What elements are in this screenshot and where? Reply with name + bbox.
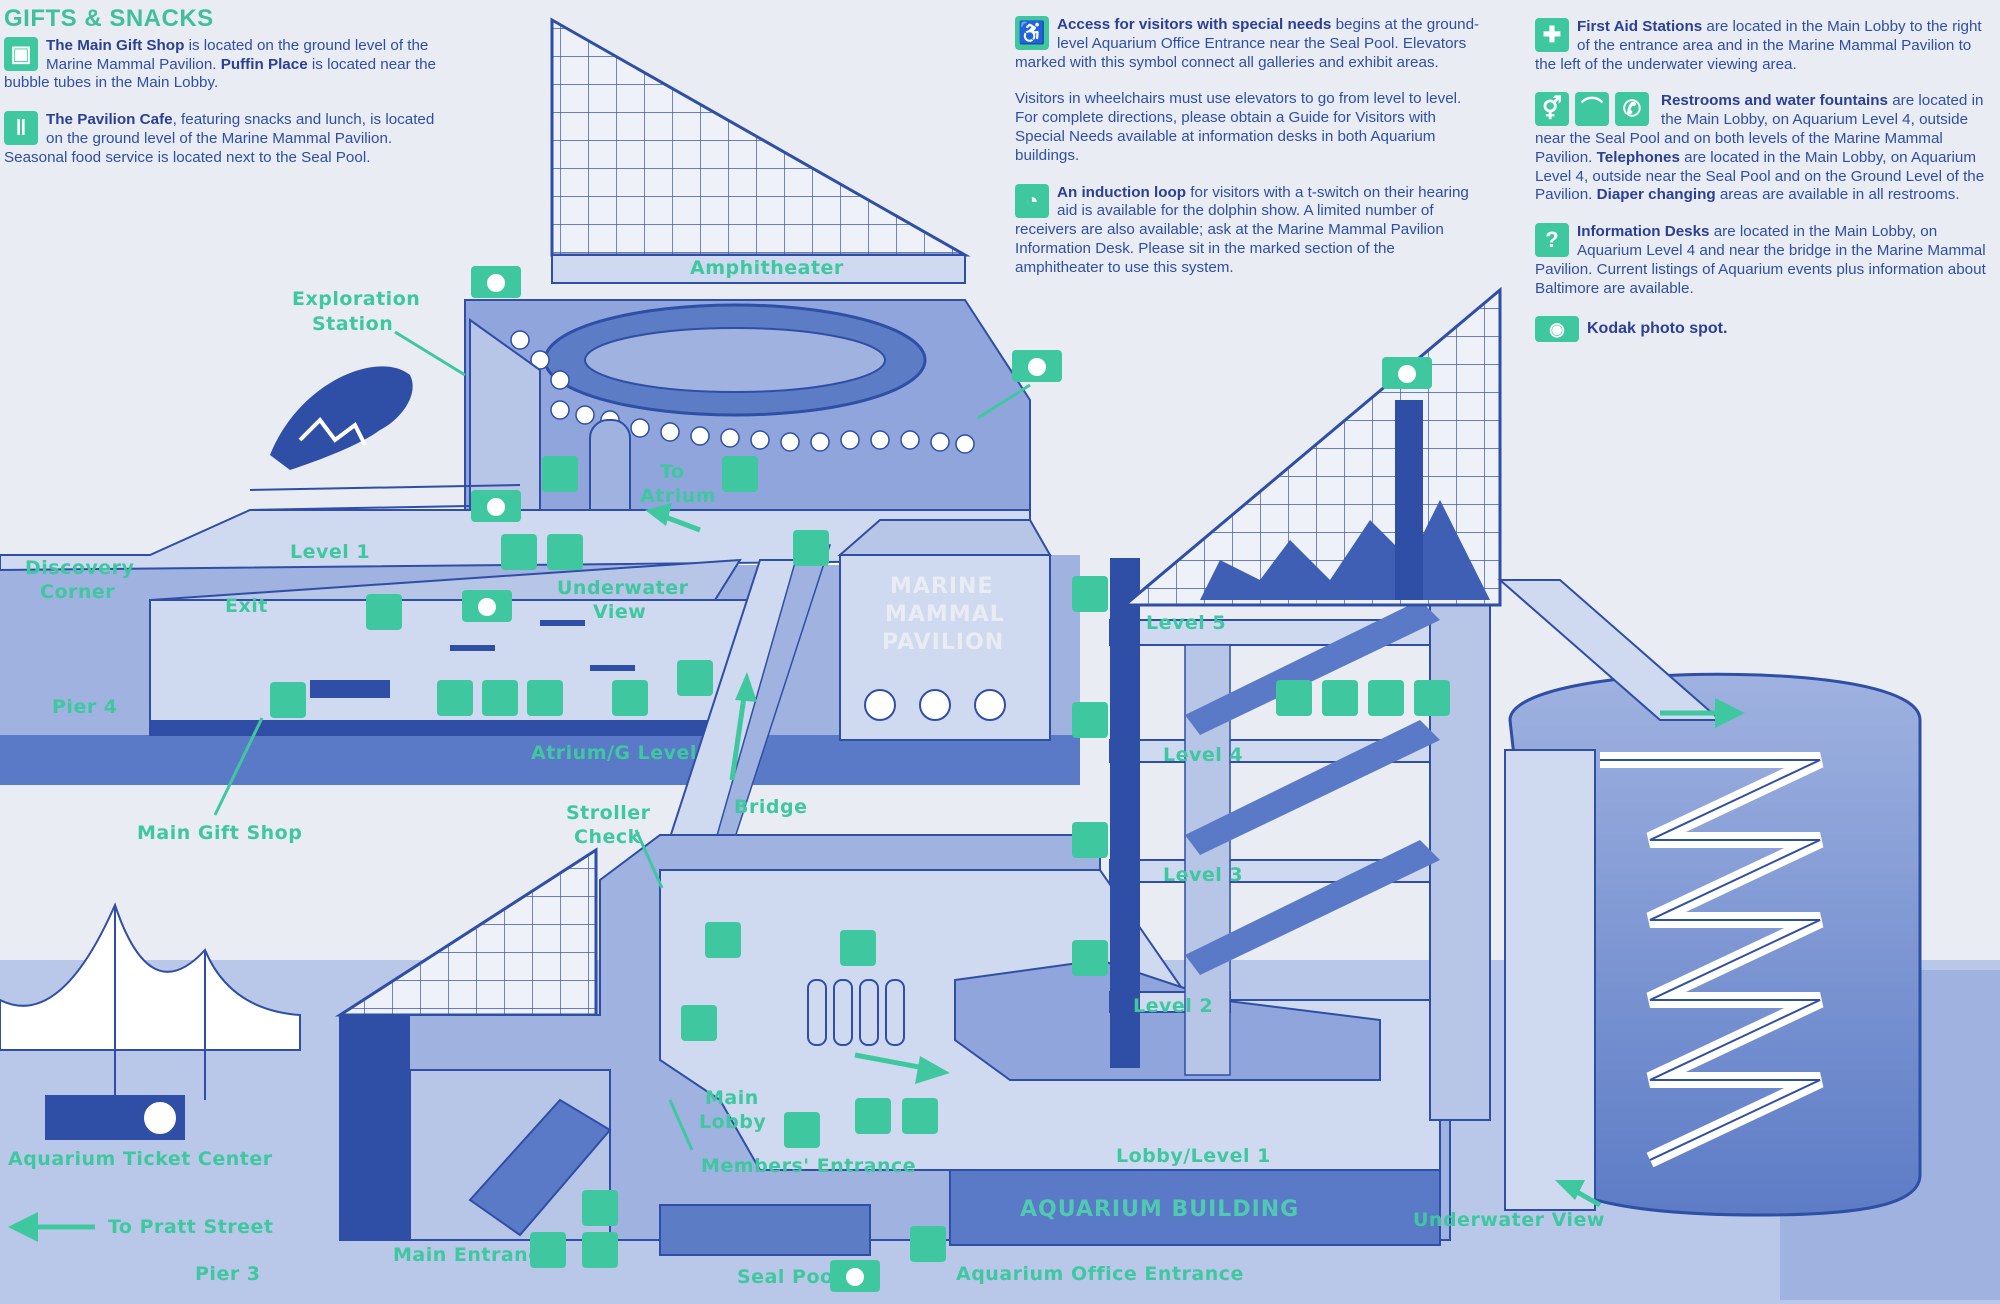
label-aquarium-office-entrance: Aquarium Office Entrance <box>956 1263 1244 1285</box>
ticket-center <box>0 902 301 1140</box>
label-marine-mammal-3: PAVILION <box>882 630 1004 655</box>
gifts-snacks-heading: GIFTS & SNACKS <box>4 5 214 32</box>
accessibility-section: ♿ Access for visitors with special needs… <box>1015 16 1480 296</box>
restroom-icon: ⚥ <box>1535 92 1569 127</box>
whale-model <box>270 366 413 470</box>
label-level-4: Level 4 <box>1163 744 1243 766</box>
special-needs-info: ♿ Access for visitors with special needs… <box>1015 16 1480 71</box>
label-underwater-view-pavilion-2: View <box>593 601 646 623</box>
camera-icon: ◉ <box>1535 316 1579 343</box>
label-seal-pool: Seal Pool <box>737 1266 841 1288</box>
label-pier-4: Pier 4 <box>52 696 118 718</box>
label-exploration-station-2: Station <box>312 313 393 335</box>
label-marine-mammal-2: MAMMAL <box>885 602 1005 627</box>
water-fountain-icon: ⌒ <box>1575 92 1609 127</box>
services-section: ✚ First Aid Stations are located in the … <box>1535 18 1995 343</box>
gifts-snacks-section: GIFTS & SNACKS ▣ The Main Gift Shop is l… <box>4 5 444 186</box>
label-bridge: Bridge <box>734 796 807 818</box>
label-marine-mammal-1: MARINE <box>890 574 994 599</box>
label-to-atrium-2: Atrium <box>640 485 716 507</box>
first-aid-icon: ✚ <box>1535 18 1569 52</box>
amphitheater-glass-roof <box>550 17 971 257</box>
label-main-lobby-2: Lobby <box>699 1111 766 1133</box>
label-level-3: Level 3 <box>1163 864 1243 886</box>
marine-mammal-pavilion <box>0 17 1080 785</box>
hearing-loop-icon: ◔ <box>1015 183 1049 218</box>
label-to-pratt-street: To Pratt Street <box>108 1216 274 1238</box>
label-level-2: Level 2 <box>1133 995 1213 1017</box>
label-main-gift-shop: Main Gift Shop <box>137 822 302 844</box>
map-labels: Amphitheater Exploration Station Discove… <box>8 257 1605 1288</box>
information-icon: ? <box>1535 223 1569 258</box>
label-exploration-station-1: Exploration <box>292 288 420 310</box>
label-main-lobby-1: Main <box>705 1087 759 1109</box>
label-aquarium-building: AQUARIUM BUILDING <box>1020 1197 1299 1222</box>
label-underwater-view-pavilion-1: Underwater <box>557 577 689 599</box>
induction-loop-info: ◔ An induction loop for visitors with a … <box>1015 183 1469 276</box>
seal-pool-illustration <box>659 1204 871 1256</box>
label-underwater-view: Underwater View <box>1413 1209 1605 1231</box>
wheelchair-info: Visitors in wheelchairs must use elevato… <box>1015 90 1462 164</box>
fork-knife-icon: ǁ <box>4 111 38 146</box>
label-stroller-check-1: Stroller <box>566 802 651 824</box>
kodak-photo-spot-legend: ◉ Kodak photo spot. <box>1535 316 1995 343</box>
label-amphitheater: Amphitheater <box>690 257 844 279</box>
first-aid-info: ✚ First Aid Stations are located in the … <box>1535 18 1982 73</box>
restrooms-info: ⚥⌒✆ Restrooms and water fountains are lo… <box>1535 92 1985 204</box>
wheelchair-icon: ♿ <box>1015 16 1049 50</box>
label-pier-3: Pier 3 <box>195 1263 261 1285</box>
info-desks-info: ? Information Desks are located in the M… <box>1535 223 1986 297</box>
cafe-info: ǁ The Pavilion Cafe, featuring snacks an… <box>4 111 435 166</box>
label-atrium-g-level: Atrium/G Level <box>531 742 697 764</box>
label-members-entrance: Members' Entrance <box>701 1155 916 1177</box>
label-lobby-level-1: Lobby/Level 1 <box>1116 1145 1271 1167</box>
label-aquarium-ticket-center: Aquarium Ticket Center <box>8 1148 273 1170</box>
label-main-entrance: Main Entrance <box>393 1244 553 1266</box>
label-level-5: Level 5 <box>1146 612 1226 634</box>
label-stroller-check-2: Check <box>574 826 641 848</box>
label-discovery-corner-1: Discovery <box>25 557 135 579</box>
gift-shop-info: ▣ The Main Gift Shop is located on the g… <box>4 36 436 92</box>
map-icons <box>270 266 1450 1292</box>
label-exit: Exit <box>225 595 268 617</box>
telephone-icon: ✆ <box>1615 92 1649 127</box>
label-discovery-corner-2: Corner <box>40 581 115 603</box>
label-level-1-pavilion: Level 1 <box>290 541 370 563</box>
gift-icon: ▣ <box>4 36 38 71</box>
label-to-atrium-1: To <box>660 461 685 483</box>
